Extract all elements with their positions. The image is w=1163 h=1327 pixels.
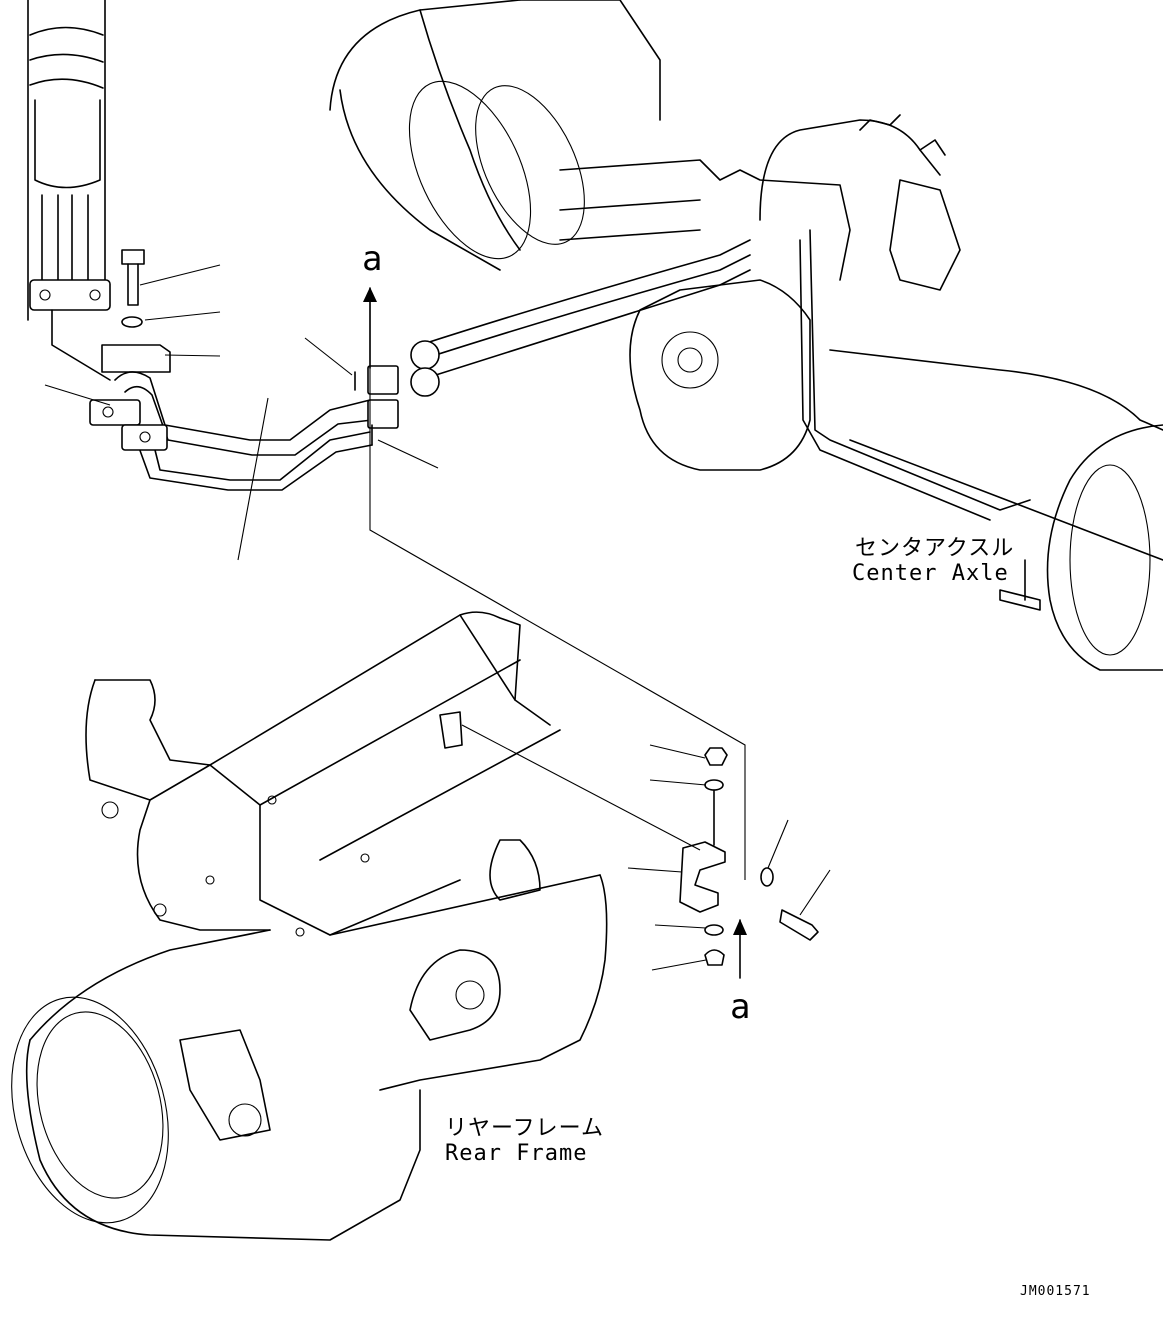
center-axle-label-en: Center Axle — [852, 561, 1009, 586]
view-arrow-top — [363, 287, 377, 369]
rear-frame — [11, 611, 608, 1241]
center-axle-label-jp: センタアクスル — [855, 536, 1014, 561]
tube-pair — [89, 365, 399, 491]
view-marker-bottom: a — [730, 987, 750, 1027]
view-arrow-bottom — [733, 919, 747, 979]
leader-lines-lower — [627, 744, 831, 971]
view-marker-top: a — [362, 239, 382, 279]
clamp-block — [101, 344, 171, 373]
rear-frame-label-en: Rear Frame — [445, 1141, 587, 1166]
drawing-id: JM001571 — [1020, 1284, 1091, 1299]
leader-lines-upper — [44, 264, 746, 880]
center-axle — [329, 0, 1163, 671]
washer — [121, 316, 143, 328]
hose-assembly-top-left — [27, 0, 111, 381]
bracket-parts — [461, 724, 819, 966]
bolt — [121, 249, 145, 306]
rear-frame-label-jp: リヤーフレーム — [445, 1116, 604, 1141]
